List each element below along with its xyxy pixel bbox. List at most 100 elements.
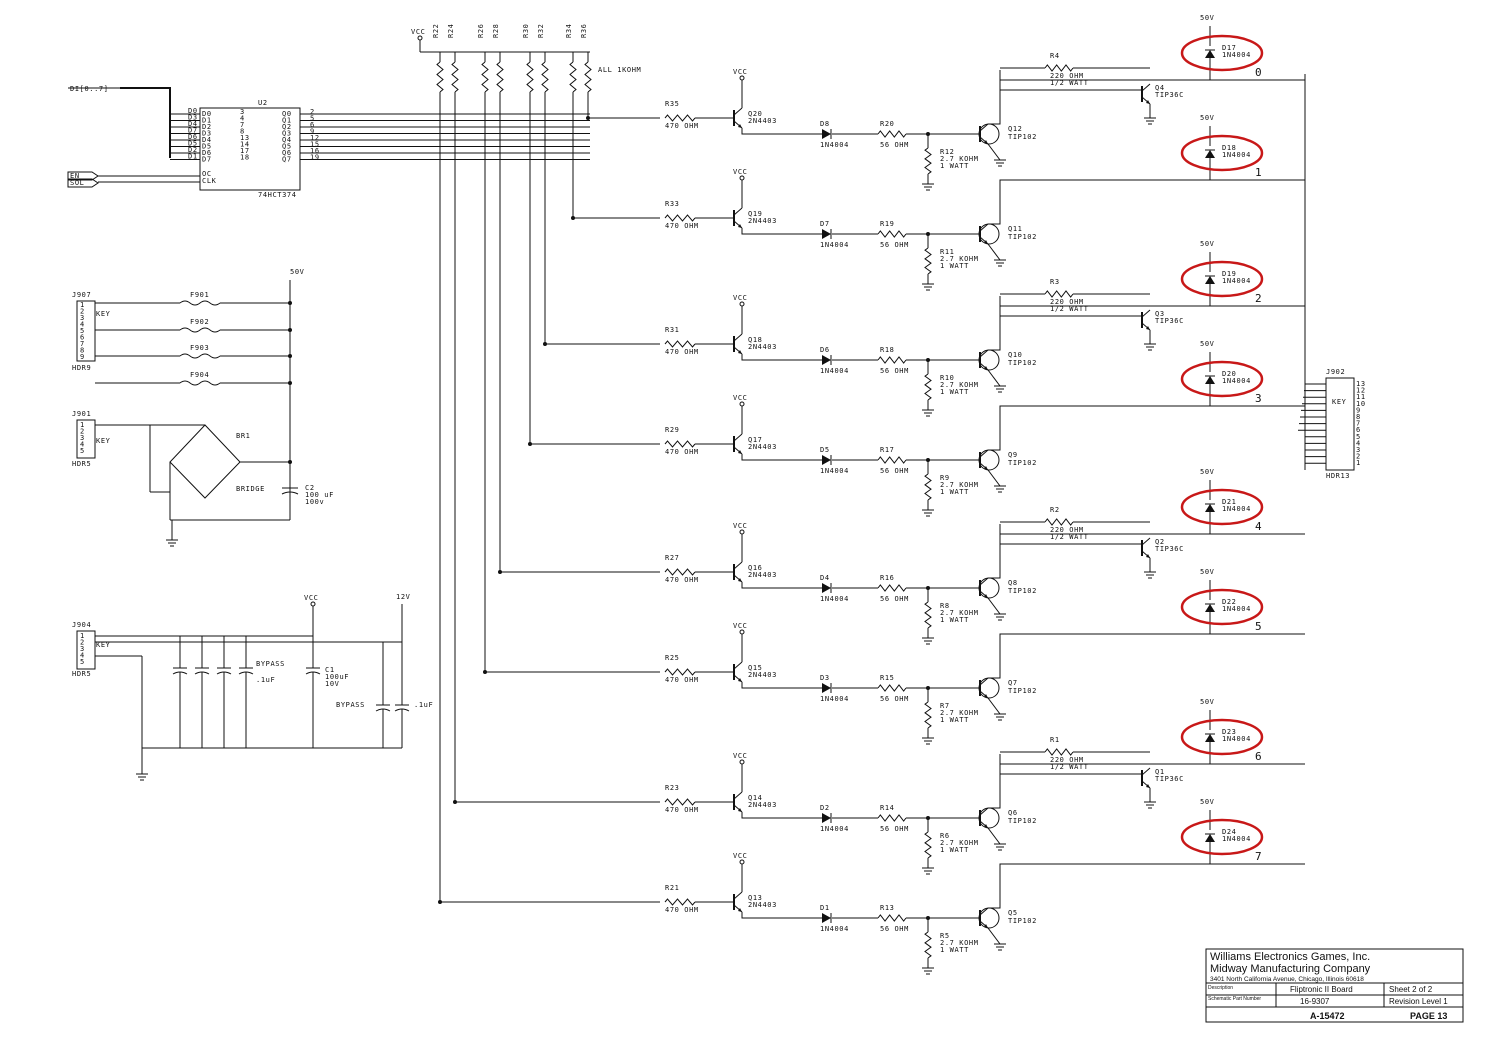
fuse — [179, 380, 221, 386]
c1-rating: 10V — [325, 680, 340, 688]
emitter-resistor-power: 1 WATT — [940, 262, 969, 270]
series-resistor — [877, 584, 907, 592]
emitter-resistor-value: 2.7 KOHM — [940, 155, 979, 163]
pre-driver-part: 2N4403 — [748, 571, 777, 579]
high-side-resistor-ref: R3 — [1050, 278, 1060, 286]
j901-header — [76, 419, 96, 459]
j907-pin: 9 — [80, 353, 85, 361]
pre-driver-transistor — [738, 224, 742, 228]
pullup-ref: R32 — [537, 24, 545, 38]
series-resistor — [877, 814, 907, 822]
j902-pin: 10 — [1356, 400, 1366, 408]
latch-bus-tap: D6 — [188, 133, 198, 141]
c1-value: 100uF — [325, 673, 349, 681]
led-part: 1N4004 — [1222, 835, 1251, 843]
pullup-resistor — [436, 61, 444, 93]
base-resistor-value: 470 OHM — [665, 906, 699, 914]
series-diode-part: 1N4004 — [820, 467, 849, 475]
pre-driver-vcc — [739, 759, 745, 765]
high-side-transistor — [1146, 326, 1150, 330]
base-resistor — [664, 898, 696, 906]
base-resistor — [664, 668, 696, 676]
base-resistor-ref: R25 — [665, 654, 679, 662]
base-resistor — [664, 340, 696, 348]
j907-pin: 1 — [80, 301, 85, 309]
pre-driver-ref: Q16 — [748, 564, 762, 572]
pre-driver-transistor — [738, 678, 742, 682]
j902-key: KEY — [1332, 398, 1347, 406]
output-number: 2 — [1255, 292, 1262, 305]
latch-in-pin: 17 — [240, 147, 250, 155]
high-side-part: TIP36C — [1155, 91, 1184, 99]
series-diode-part: 1N4004 — [820, 695, 849, 703]
revision-level: Revision Level 1 — [1389, 997, 1448, 1006]
part-number: 16-9307 — [1300, 997, 1330, 1006]
driver-ref: Q7 — [1008, 679, 1018, 687]
driver-ref: Q9 — [1008, 451, 1018, 459]
latch-out-label: Q0 — [282, 110, 292, 118]
high-side-transistor — [1146, 784, 1150, 788]
j907-pin: 5 — [80, 327, 85, 335]
j904-ref: J904 — [72, 621, 91, 629]
pre-driver-vcc — [739, 75, 745, 81]
led-supply-label: 50V — [1200, 568, 1215, 576]
emitter-resistor-ref: R7 — [940, 702, 950, 710]
driver-part: TIP102 — [1008, 459, 1037, 467]
junction-dot — [288, 381, 292, 385]
j901-type: HDR5 — [72, 460, 91, 468]
pre-driver-vcc-label: VCC — [733, 852, 747, 860]
series-diode-ref: D1 — [820, 904, 830, 912]
high-side-resistor-power: 1/2 WATT — [1050, 533, 1089, 541]
latch-bus-tap: D2 — [188, 146, 198, 154]
led-ref: D22 — [1222, 598, 1236, 606]
led-diode — [1205, 276, 1215, 284]
led-highlight — [1180, 488, 1264, 526]
latch-out-label: Q2 — [282, 123, 292, 131]
latch-out-pin: 2 — [310, 108, 315, 116]
output-number: 1 — [1255, 166, 1262, 179]
emitter-resistor — [924, 701, 932, 729]
base-resistor — [664, 214, 696, 222]
emitter-resistor-ref: R11 — [940, 248, 954, 256]
emitter-resistor-value: 2.7 KOHM — [940, 709, 979, 717]
latch-out-pin: 5 — [310, 115, 315, 123]
junction-dot — [438, 900, 442, 904]
latch-bus-tap: D5 — [188, 140, 198, 148]
output-number: 7 — [1255, 850, 1262, 863]
pre-driver-ref: Q20 — [748, 110, 762, 118]
high-side-part: TIP36C — [1155, 775, 1184, 783]
emitter-resistor-ref: R10 — [940, 374, 954, 382]
j902-ref: J902 — [1326, 368, 1345, 376]
vcc-pullup-label: VCC — [411, 28, 425, 36]
pre-driver-vcc-label: VCC — [733, 168, 747, 176]
pre-driver-vcc-label: VCC — [733, 394, 747, 402]
led-diode — [1205, 50, 1215, 58]
latch-out-pin: 12 — [310, 134, 320, 142]
series-resistor — [877, 230, 907, 238]
junction-dot — [586, 116, 590, 120]
led-part: 1N4004 — [1222, 505, 1251, 513]
high-side-part: TIP36C — [1155, 545, 1184, 553]
latch-out-pin: 16 — [310, 147, 320, 155]
base-resistor-value: 470 OHM — [665, 676, 699, 684]
data-bus — [120, 87, 171, 158]
emitter-resistor-power: 1 WATT — [940, 716, 969, 724]
pre-driver-part: 2N4403 — [748, 443, 777, 451]
series-resistor — [877, 130, 907, 138]
pullup-note: ALL 1KOHM — [598, 66, 641, 74]
pre-driver-vcc — [739, 859, 745, 865]
high-side-resistor-power: 1/2 WATT — [1050, 763, 1089, 771]
latch-in-pin: 7 — [240, 121, 245, 129]
emitter-resistor — [924, 931, 932, 959]
latch-out-pin: 15 — [310, 141, 320, 149]
drawing-number: A-15472 — [1310, 1011, 1345, 1021]
c1-ref: C1 — [325, 666, 335, 674]
output-number: 6 — [1255, 750, 1262, 763]
led-ref: D24 — [1222, 828, 1236, 836]
title-block: Williams Electronics Games, Inc. Midway … — [1205, 948, 1464, 1023]
pre-driver-transistor — [738, 908, 742, 912]
emitter-resistor-ref: R9 — [940, 474, 950, 482]
j904-header — [76, 630, 96, 670]
latch-ref: U2 — [258, 99, 268, 107]
